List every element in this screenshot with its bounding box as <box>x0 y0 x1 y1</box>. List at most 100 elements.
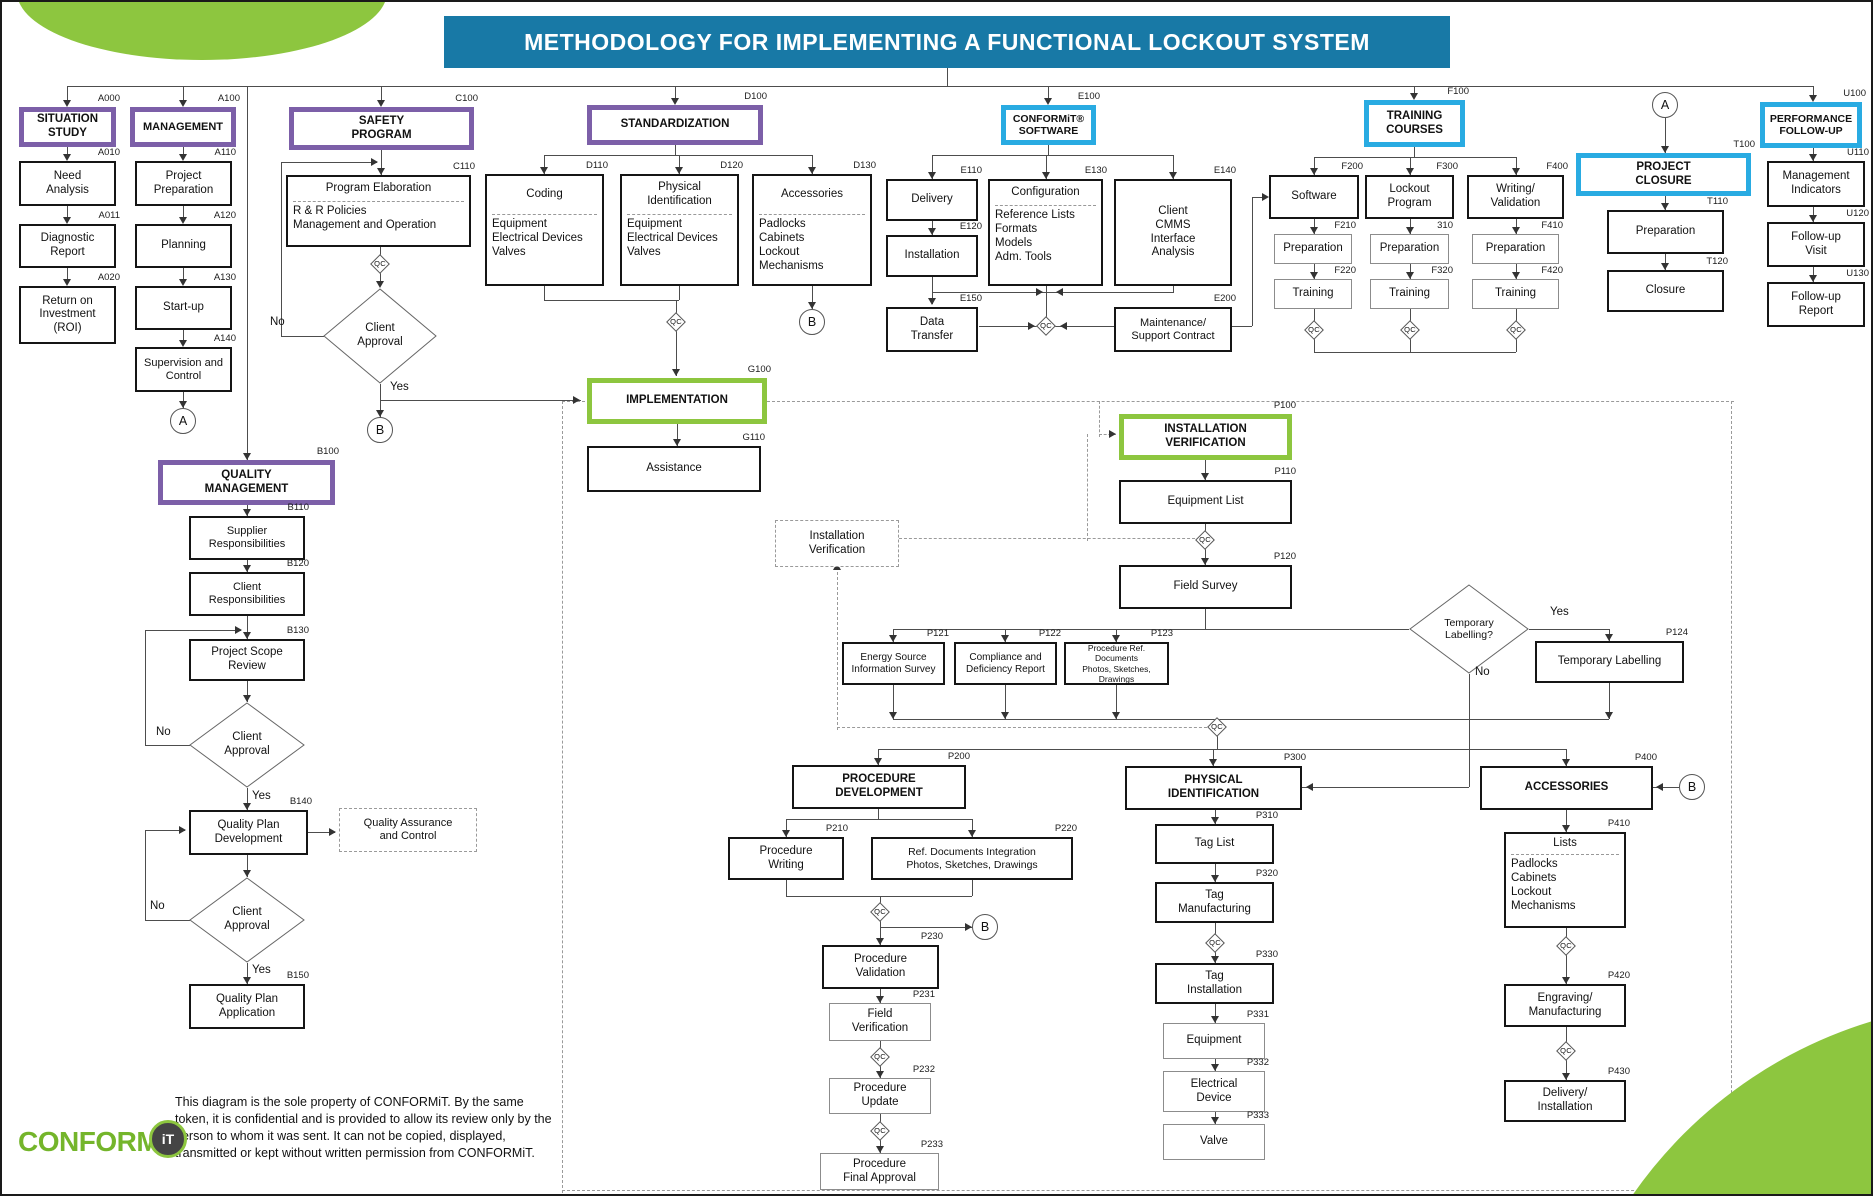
connector-line <box>1215 1004 1216 1023</box>
node-QC11: QC <box>870 1121 890 1141</box>
node-QAC-label: Quality Assurance and Control <box>363 817 453 842</box>
node-P123: Procedure Ref. Documents Photos, Sketche… <box>1064 642 1169 685</box>
code-D110: D110 <box>585 160 608 171</box>
arrowhead-icon <box>573 396 580 404</box>
node-QC1: QC <box>370 254 390 274</box>
branch-label-no-0: No <box>270 316 285 328</box>
node-B110-label: Supplier Responsibilities <box>208 525 286 550</box>
node-A010: Need Analysis <box>19 161 116 206</box>
code-A011: A011 <box>98 210 120 221</box>
arrowhead-icon <box>1211 875 1219 882</box>
code-P330: P330 <box>1255 949 1278 960</box>
code-U130: U130 <box>1846 268 1869 279</box>
node-P232: Procedure Update <box>829 1078 931 1114</box>
arrowhead-icon <box>179 279 187 286</box>
connector-line <box>544 155 812 156</box>
node-F210-label: Preparation <box>1283 242 1343 255</box>
node-T120-label: Closure <box>1645 284 1686 297</box>
node-E130-item: Models <box>995 237 1033 250</box>
code-D130: D130 <box>853 160 876 171</box>
node-QC10: QC <box>870 1047 890 1067</box>
code-F420: F420 <box>1541 265 1563 276</box>
connector-line <box>676 300 677 314</box>
branch-label-yes-1: Yes <box>390 381 409 393</box>
node-A140-label: Supervision and Control <box>144 356 223 382</box>
node-P430: Delivery/ Installation <box>1504 1080 1626 1122</box>
connector-line <box>1314 264 1315 279</box>
node-P430-label: Delivery/ Installation <box>1537 1087 1593 1113</box>
connector-line <box>786 819 972 820</box>
node-B140-label: Quality Plan Development <box>214 818 283 845</box>
arrowhead-icon <box>1809 95 1817 102</box>
connector-line <box>1566 1059 1567 1080</box>
arrowhead-icon <box>243 977 251 984</box>
node-CIR-A2-label: A <box>1660 97 1670 112</box>
arrowhead-icon <box>1512 272 1520 279</box>
node-P120-label: Field Survey <box>1173 580 1238 593</box>
node-DM-qm2: Client Approval <box>189 877 305 963</box>
connector-line <box>544 155 545 174</box>
node-D120-title: Physical Identification <box>647 181 712 207</box>
node-G100: IMPLEMENTATION <box>587 378 767 424</box>
code-P124: P124 <box>1665 627 1688 638</box>
connector-line <box>1314 219 1315 234</box>
connector-line <box>880 927 972 928</box>
node-P120: Field Survey <box>1119 565 1292 609</box>
arrowhead-icon <box>1562 977 1570 984</box>
connector-line <box>308 832 335 833</box>
code-P230: P230 <box>920 931 943 942</box>
connector-line <box>1205 548 1206 565</box>
node-P121: Energy Source Information Survey <box>842 642 945 685</box>
node-P332-label: Electrical Device <box>1190 1077 1238 1104</box>
arrowhead-icon <box>1661 146 1669 153</box>
connector-line <box>1314 309 1315 322</box>
arrowhead-icon <box>808 302 816 309</box>
connector-line <box>67 86 68 103</box>
node-A011-label: Diagnostic Report <box>40 232 95 258</box>
node-P231: Field Verification <box>829 1003 931 1041</box>
connector-line <box>1414 86 1415 96</box>
arrowhead-icon <box>243 695 251 702</box>
code-P232: P232 <box>912 1064 935 1075</box>
divider <box>492 214 597 215</box>
connector-line <box>183 206 184 222</box>
node-QC14: QC <box>1556 1041 1576 1061</box>
connector-line <box>677 424 678 446</box>
node-U130: Follow-up Report <box>1767 282 1865 327</box>
code-U110: U110 <box>1846 147 1869 158</box>
node-F200: Software <box>1269 175 1359 219</box>
arrowhead-icon <box>1262 193 1269 201</box>
code-F410: F410 <box>1541 220 1563 231</box>
connector-line <box>145 920 190 921</box>
node-F210: Preparation <box>1274 234 1352 264</box>
arrowhead-icon <box>1661 263 1669 270</box>
node-CIR-B2-label: B <box>807 314 817 329</box>
arrowhead-icon <box>1562 1073 1570 1080</box>
connector-line <box>837 567 838 730</box>
node-P233: Procedure Final Approval <box>820 1153 939 1190</box>
node-QC3: QC <box>1036 316 1056 336</box>
node-P332: Electrical Device <box>1163 1071 1265 1112</box>
connector-line <box>281 336 324 337</box>
connector-line <box>1005 685 1006 719</box>
node-A120: Planning <box>135 224 232 268</box>
arrowhead-icon <box>243 453 251 460</box>
node-DM-safety-label: Client Approval <box>357 322 403 348</box>
node-CIR-B4-label: B <box>1687 779 1697 794</box>
connector-line <box>767 401 1734 402</box>
arrowhead-icon <box>874 758 882 765</box>
node-U130-label: Follow-up Report <box>1791 290 1841 317</box>
connector-line <box>837 727 1212 728</box>
code-P320: P320 <box>1255 868 1278 879</box>
node-C100: SAFETY PROGRAM <box>289 107 474 150</box>
arrowhead-icon <box>1112 712 1120 719</box>
arrowhead-icon <box>329 828 336 836</box>
connector-line <box>67 86 1813 87</box>
connector-line <box>67 206 68 222</box>
connector-line <box>947 68 948 86</box>
arrowhead-icon <box>1306 783 1313 791</box>
arrowhead-icon <box>1044 98 1052 105</box>
code-P410: P410 <box>1607 818 1630 829</box>
qc-label: QC <box>1404 324 1416 334</box>
arrowhead-icon <box>1562 759 1570 766</box>
